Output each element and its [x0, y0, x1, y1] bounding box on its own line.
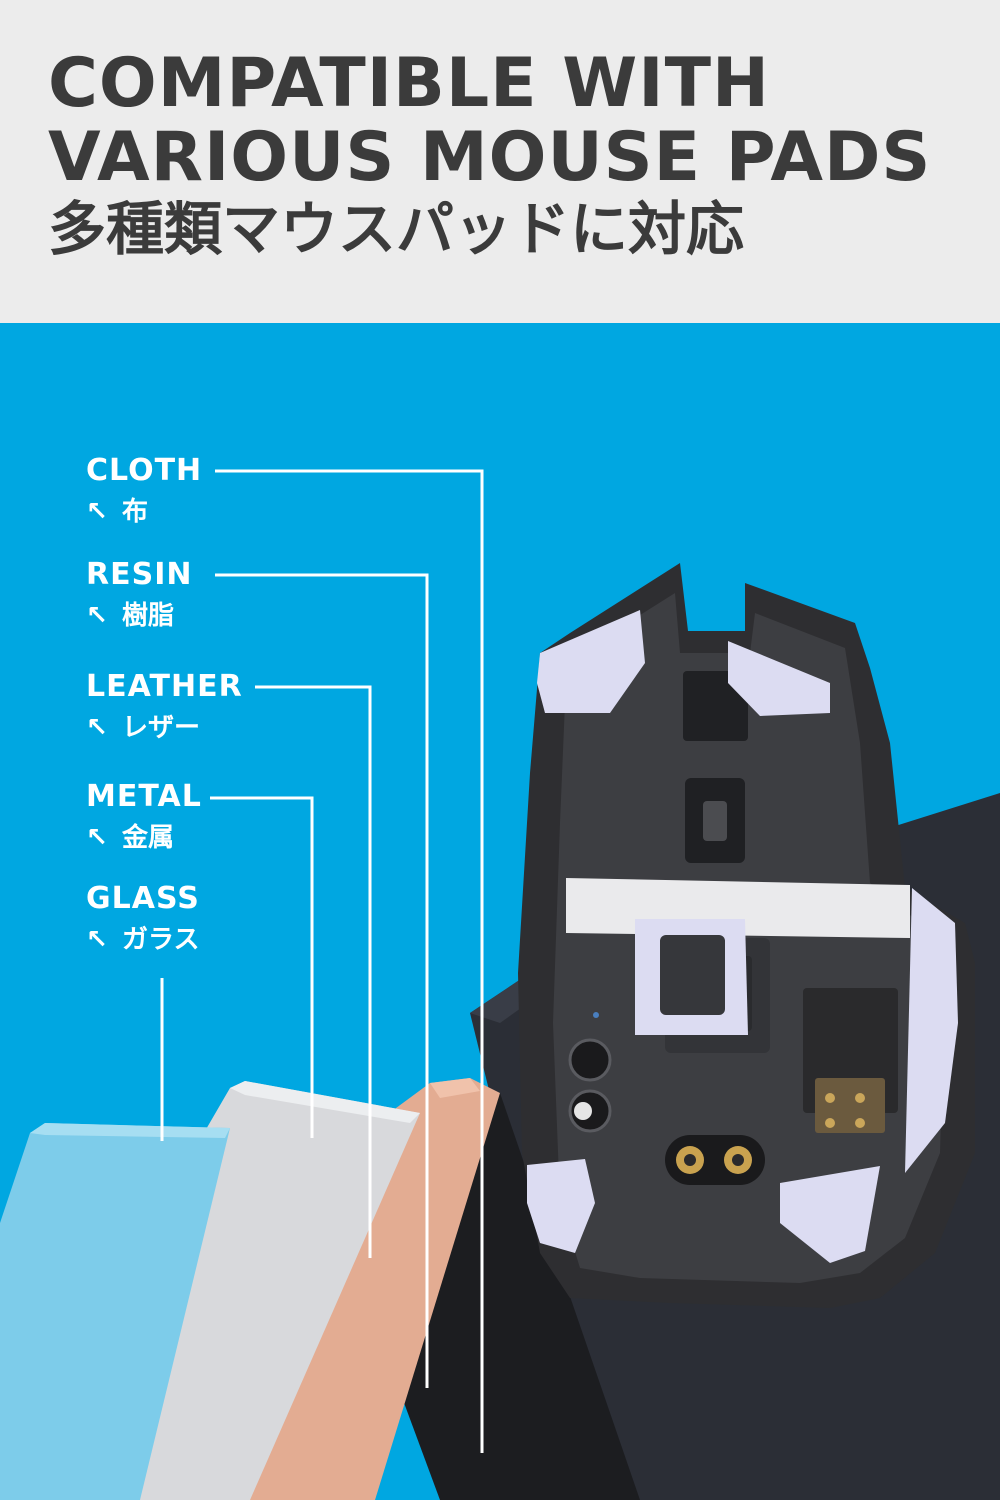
gold-contact: [855, 1118, 865, 1128]
gold-contact: [825, 1093, 835, 1103]
power-switch-knob: [574, 1102, 592, 1120]
pad-label-leather: LEATHER ↖ レザー: [86, 669, 243, 745]
scroll-wheel: [703, 801, 727, 841]
pad-label-jp: レザー: [122, 713, 201, 743]
dpi-button-icon: [568, 1038, 612, 1082]
pad-label-en: METAL: [86, 779, 202, 814]
leader-line-cloth: [215, 469, 484, 1453]
arrow-up-left-icon: ↖: [86, 713, 108, 743]
arrow-up-left-icon: ↖: [86, 497, 108, 527]
pad-label-jp-row: ↖布: [86, 495, 202, 529]
mouse-skate-bottom-right: [780, 1166, 880, 1263]
mouse-skate-side-right: [905, 888, 958, 1173]
header-banner: COMPATIBLE WITH VARIOUS MOUSE PADS 多種類マウ…: [0, 0, 1000, 323]
mouse-skate-top-right: [728, 641, 830, 716]
arrow-up-left-icon: ↖: [86, 925, 108, 955]
pad-label-jp: ガラス: [122, 925, 200, 955]
sensor-window: [683, 671, 748, 741]
pad-label-jp: 樹脂: [122, 601, 175, 631]
gaming-mouse: [518, 563, 975, 1308]
gold-contact: [855, 1093, 865, 1103]
pad-label-jp: 布: [122, 497, 149, 527]
mouse-skate-center-hole: [660, 935, 725, 1015]
gold-contact: [825, 1118, 835, 1128]
product-scene: CLOTH ↖布 RESIN ↖樹脂 LEATHER ↖レザー METAL ↖金…: [0, 323, 1000, 1500]
headline-japanese: 多種類マウスパッドに対応: [48, 195, 745, 263]
mouse-skate-top-left: [537, 610, 645, 713]
pad-label-jp-row: ↖ 金属: [86, 821, 202, 855]
status-led: [593, 1012, 599, 1018]
pad-label-en: GLASS: [86, 881, 200, 916]
pad-label-en: RESIN: [86, 557, 193, 592]
scene-illustration: [0, 469, 1000, 1500]
pad-label-jp-row: ↖ 樹脂: [86, 599, 192, 633]
pad-label-jp-row: ↖ レザー: [86, 711, 243, 745]
pad-label-metal: METAL ↖ 金属: [86, 779, 202, 855]
headline-line-1: COMPATIBLE WITH: [48, 44, 770, 123]
metal-pad-edge: [230, 1081, 420, 1123]
arrow-up-left-icon: ↖: [86, 823, 108, 853]
pad-label-jp-row: ↖ ガラス: [86, 923, 200, 957]
mouse-skate-bottom-left: [527, 1159, 595, 1253]
leader-line-leather: [255, 685, 372, 1258]
headline-line-2: VARIOUS MOUSE PADS: [48, 118, 932, 197]
leader-line-metal: [210, 796, 314, 1138]
pad-label-resin: RESIN ↖ 樹脂: [86, 557, 192, 633]
pad-label-en: LEATHER: [86, 669, 243, 704]
pad-label-glass: GLASS ↖ ガラス: [86, 881, 200, 957]
leather-pad-highlight: [430, 1078, 480, 1098]
glass-pad: [0, 1123, 230, 1500]
charging-port: [665, 1135, 765, 1185]
pad-label-en: CLOTH: [86, 453, 203, 488]
pad-label-cloth: CLOTH ↖布: [86, 453, 202, 529]
leader-line-resin: [215, 573, 429, 1388]
arrow-up-left-icon: ↖: [86, 601, 108, 631]
pad-label-jp: 金属: [122, 823, 175, 853]
glass-pad-edge: [30, 1123, 230, 1138]
